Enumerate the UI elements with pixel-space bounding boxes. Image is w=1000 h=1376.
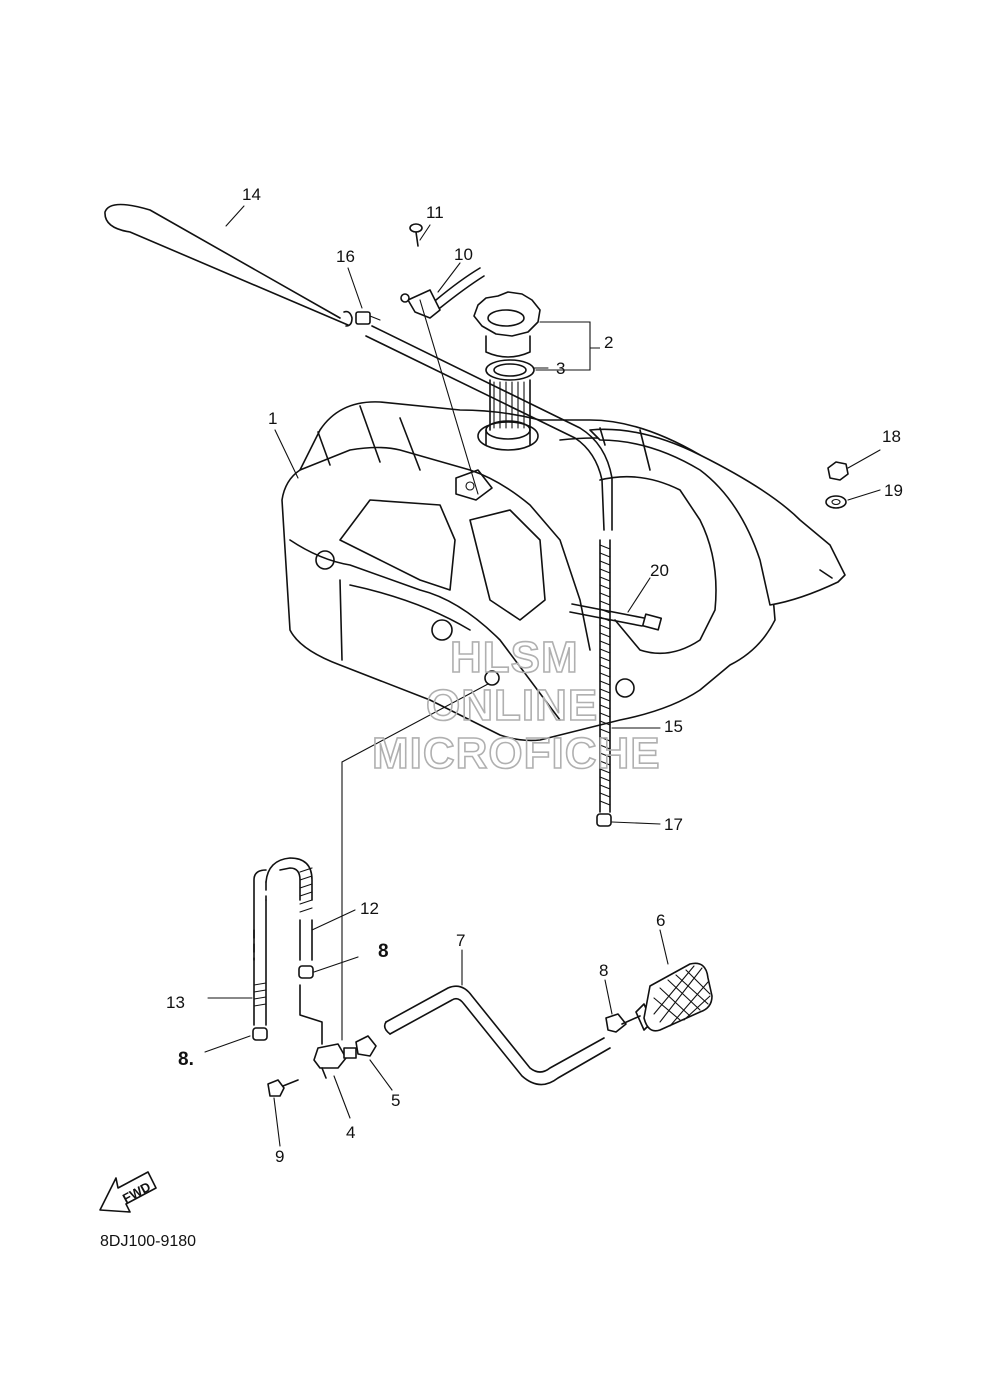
callout-8-right: 8 xyxy=(599,961,608,980)
callout-7: 7 xyxy=(456,931,465,950)
petcock-4 xyxy=(313,1043,357,1079)
callout-15: 15 xyxy=(664,717,683,736)
gasket-3 xyxy=(485,359,535,431)
callout-8-bold: 8 xyxy=(378,941,389,962)
collar-5 xyxy=(355,1035,377,1057)
screw-11 xyxy=(409,223,423,247)
hose-12 xyxy=(265,857,313,961)
leader-lines xyxy=(204,205,881,1147)
clip-8-right xyxy=(605,1013,627,1033)
svg-text:FWD: FWD xyxy=(120,1179,153,1206)
callout-11: 11 xyxy=(426,203,444,222)
callout-2: 2 xyxy=(604,333,613,352)
clip-8-upper xyxy=(298,965,314,979)
svg-text:MICROFICHE: MICROFICHE xyxy=(372,729,661,778)
svg-text:HLSM: HLSM xyxy=(450,633,579,682)
callout-9: 9 xyxy=(275,1147,284,1166)
part-code: 8DJ100-9180 xyxy=(100,1233,196,1250)
fuel-hose-7 xyxy=(383,985,611,1086)
clip-8-left xyxy=(252,1027,268,1041)
callout-6: 6 xyxy=(656,911,665,930)
fuel-tank xyxy=(281,401,846,742)
callout-4: 4 xyxy=(346,1123,355,1142)
callout-17: 17 xyxy=(664,815,683,834)
callout-1: 1 xyxy=(268,409,277,428)
cap-17 xyxy=(596,813,612,827)
callout-18: 18 xyxy=(882,427,901,446)
fwd-arrow-icon: FWD xyxy=(99,1171,157,1213)
callout-14: 14 xyxy=(242,185,261,204)
screw-9 xyxy=(267,1079,299,1097)
breather-hose-14 xyxy=(104,203,349,326)
callout-13: 13 xyxy=(166,993,185,1012)
svg-text:ONLINE: ONLINE xyxy=(426,681,598,730)
nut-18 xyxy=(827,461,849,481)
callout-8-left: 8. xyxy=(178,1049,194,1070)
clip-16 xyxy=(355,311,381,325)
strap-20 xyxy=(569,603,663,631)
callout-labels: 1 2 3 4 5 6 7 8 8 8. 9 10 11 12 13 14 15… xyxy=(166,185,903,1166)
callout-19: 19 xyxy=(884,481,903,500)
callout-3: 3 xyxy=(556,359,565,378)
callout-16: 16 xyxy=(336,247,355,266)
callout-20: 20 xyxy=(650,561,669,580)
fuel-cap-2 xyxy=(473,291,541,358)
washer-19 xyxy=(825,495,847,509)
fuel-filter-6 xyxy=(621,962,713,1032)
hose-13 xyxy=(253,869,267,1026)
vent-valve-10 xyxy=(400,267,485,319)
watermark: HLSM ONLINE MICROFICHE xyxy=(371,632,661,779)
callout-12: 12 xyxy=(360,899,379,918)
overflow-hose-15 xyxy=(599,539,611,813)
callout-10: 10 xyxy=(454,245,473,264)
callout-5: 5 xyxy=(391,1091,400,1110)
